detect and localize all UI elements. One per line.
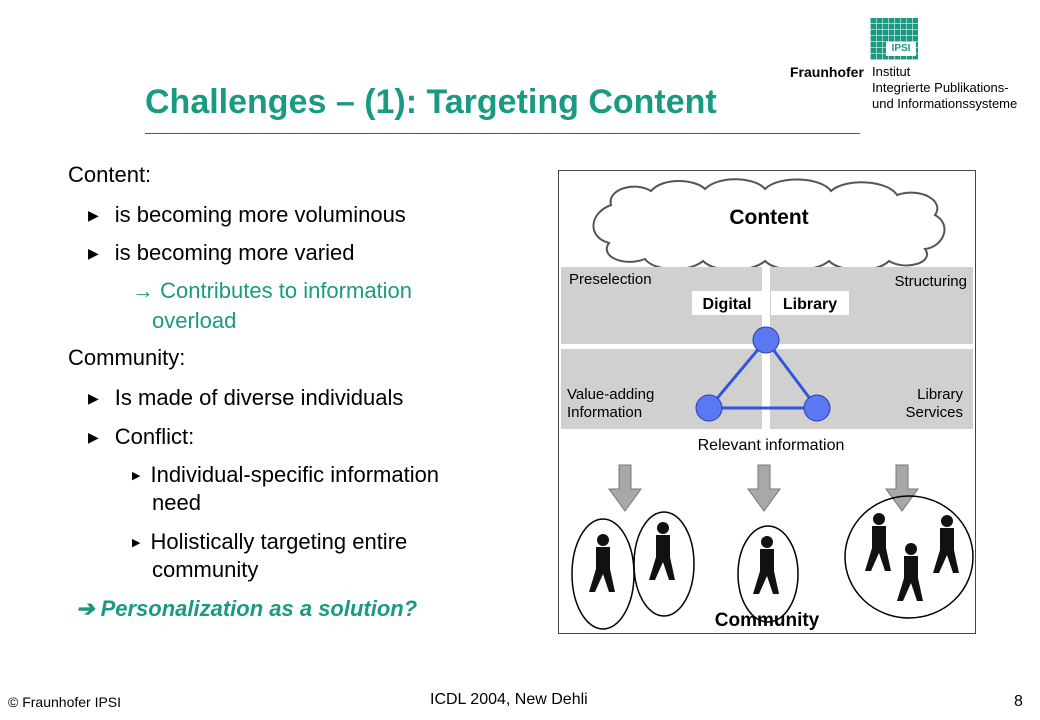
arrow-right-icon: ➔ — [76, 596, 95, 621]
content-note-line: Contributes to information — [160, 278, 413, 303]
sub-bullet-text: Holistically targeting entire — [150, 529, 408, 554]
panel-value-adding — [561, 349, 762, 429]
diagram-relevant-label: Relevant information — [698, 437, 845, 454]
diagram-library-services-label: Services — [905, 404, 963, 421]
library-box — [771, 291, 849, 315]
logo-institute-line: Institut — [872, 64, 911, 79]
logo-ipsi-badge: IPSI — [886, 42, 916, 56]
bullet-item: ▶ is becoming more voluminous — [88, 202, 406, 230]
footer-copyright: © Fraunhofer IPSI — [8, 694, 122, 710]
diagram-library-label: Library — [783, 296, 837, 313]
community-group-circles — [571, 495, 974, 630]
bullet-triangle-icon: ▶ — [88, 429, 99, 445]
node-left — [695, 394, 723, 422]
footer-conference: ICDL 2004, New Dehli — [430, 691, 588, 708]
content-heading: Content: — [68, 162, 152, 187]
bullet-text: Conflict: — [114, 424, 195, 449]
bullet-small-triangle-icon: ▶ — [132, 470, 141, 482]
node-top — [752, 326, 780, 354]
person-icons — [589, 513, 959, 601]
digital-library-diagram: Content Preselection Structuring Digital… — [558, 170, 976, 634]
bullet-triangle-icon: ▶ — [88, 207, 99, 223]
sub-bullet-item: ▶ Holistically targeting entire — [132, 529, 407, 559]
sub-bullet-text: community — [152, 557, 259, 582]
diagram-content-label: Content — [729, 206, 808, 229]
content-note: → Contributes to information — [132, 278, 412, 304]
digital-box — [692, 291, 763, 315]
sub-bullet-text: need — [152, 490, 201, 515]
bullet-item: ▶ is becoming more varied — [88, 240, 354, 268]
logo-org-name: Fraunhofer — [790, 64, 864, 80]
diagram-svg: Content Preselection Structuring Digital… — [561, 178, 974, 631]
conclusion-text: Personalization as a solution? — [100, 596, 418, 621]
community-heading: Community: — [68, 345, 186, 370]
diagram-preselection-label: Preselection — [569, 271, 652, 288]
bullet-text: Is made of diverse individuals — [114, 385, 404, 410]
logo-institute-line: und Informationssysteme — [872, 96, 1018, 111]
node-right — [803, 394, 831, 422]
logo-institute-text: Institut Integrierte Publikations- und I… — [872, 64, 1017, 112]
slide-title: Challenges – (1): Targeting Content — [145, 83, 717, 121]
conclusion: ➔ Personalization as a solution? — [76, 596, 417, 622]
bullet-triangle-icon: ▶ — [88, 245, 99, 261]
footer-page-number: 8 — [1014, 693, 1023, 710]
diagram-community-label: Community — [715, 610, 820, 631]
bullet-text: is becoming more varied — [114, 240, 355, 265]
sub-bullet-text: Individual-specific information — [150, 462, 440, 487]
bullet-small-triangle-icon: ▶ — [132, 537, 141, 549]
logo-institute-line: Integrierte Publikations- — [872, 80, 1009, 95]
diagram-digital-label: Digital — [703, 296, 752, 313]
bullet-item: ▶ Conflict: — [88, 424, 194, 452]
arrow-right-icon: → — [132, 278, 154, 303]
sub-bullet-item: ▶ Individual-specific information — [132, 462, 439, 492]
diagram-value-adding-label: Information — [567, 404, 642, 421]
bullet-item: ▶ Is made of diverse individuals — [88, 385, 403, 413]
bullet-text: is becoming more voluminous — [114, 202, 406, 227]
content-note-line: overload — [152, 308, 237, 333]
content-cloud-icon — [592, 178, 946, 271]
triangle-connector — [705, 337, 820, 410]
title-divider — [145, 133, 860, 134]
down-arrow-icons — [608, 464, 919, 512]
diagram-library-services-label: Library — [917, 386, 963, 403]
diagram-structuring-label: Structuring — [894, 273, 967, 290]
fraunhofer-logo-grid-icon — [870, 18, 918, 60]
diagram-value-adding-label: Value-adding — [567, 386, 654, 403]
bullet-triangle-icon: ▶ — [88, 390, 99, 406]
